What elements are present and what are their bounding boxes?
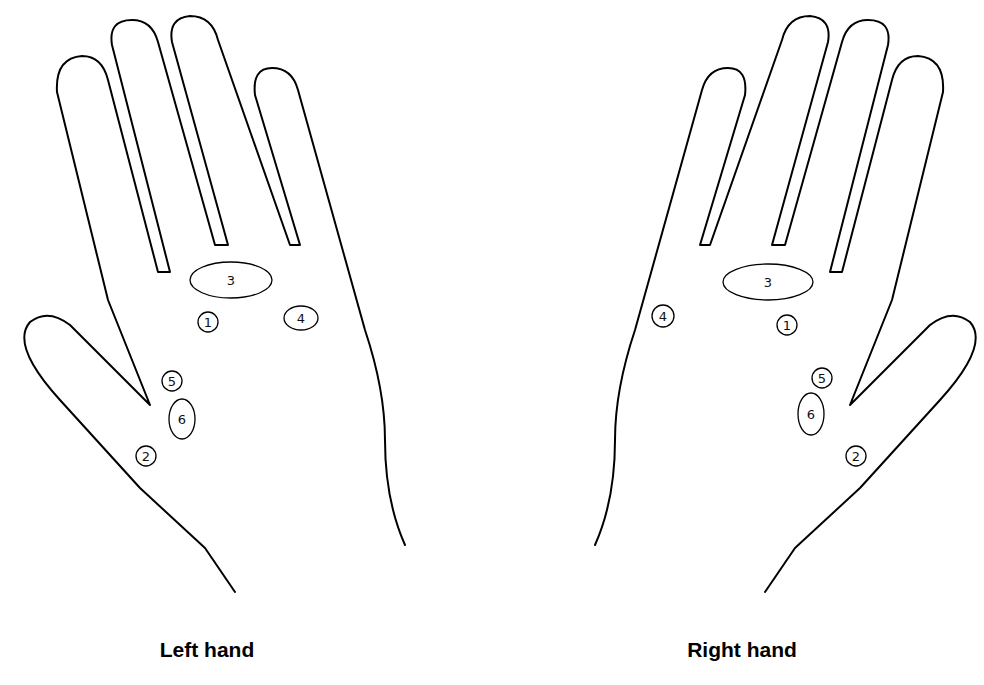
callout-ellipse: 5 [811,367,833,389]
callout-ellipse: 4 [651,304,675,328]
callout-ellipse: 2 [135,445,157,467]
callout-number: 5 [168,375,176,388]
left-hand-outline [24,16,405,592]
right-hand-outline [595,16,976,592]
hand-label: Right hand [687,638,797,662]
callout-number: 5 [818,372,826,385]
callout-number: 6 [178,413,186,426]
callout-ellipse: 3 [722,263,814,301]
callout-number: 3 [764,276,772,289]
callout-number: 1 [783,319,791,332]
callout-number: 3 [227,274,235,287]
callout-number: 4 [659,310,667,323]
callout-ellipse: 1 [776,314,798,336]
callout-ellipse: 6 [168,398,196,440]
callout-number: 4 [297,312,305,325]
callout-number: 1 [204,316,212,329]
callout-ellipse: 4 [283,305,319,331]
hand-label: Left hand [160,638,255,662]
callout-ellipse: 6 [797,392,825,436]
callout-ellipse: 2 [845,445,867,467]
callout-ellipse: 1 [197,311,219,333]
callout-ellipse: 3 [189,261,273,299]
callout-number: 2 [852,450,860,463]
callout-number: 2 [142,450,150,463]
callout-number: 6 [807,408,815,421]
callout-ellipse: 5 [161,370,183,392]
